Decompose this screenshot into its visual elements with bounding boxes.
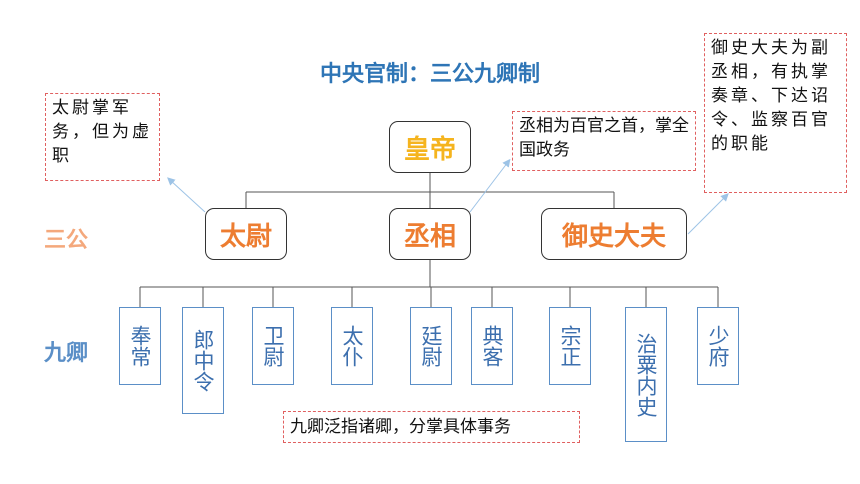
node-tingwei: 廷尉 (410, 307, 452, 385)
node-fengchang: 奉常 (119, 307, 161, 385)
note-yushidafu: 御史大夫为副丞相，有执掌奏章、下达诏令、监察百官的职能 (704, 33, 847, 193)
emperor-node: 皇帝 (389, 121, 471, 173)
arrow-taiwei (167, 177, 206, 213)
arrow-chengxiang (469, 158, 511, 213)
jiuqing-label: 九卿 (44, 341, 89, 366)
node-zhisuneishi: 治粟内史 (625, 307, 667, 442)
arrow-yushi (687, 193, 729, 235)
note-chengxiang: 丞相为百官之首，掌全国政务 (512, 111, 696, 171)
page-title: 中央官制：三公九卿制 (319, 62, 540, 87)
node-taipu: 太仆 (331, 307, 373, 385)
node-taiwei: 太尉 (205, 208, 287, 260)
node-chengxiang: 丞相 (389, 208, 471, 260)
note-taiwei: 太尉掌军务，但为虚职 (45, 93, 160, 181)
node-langzhongling: 郎中令 (182, 307, 224, 414)
sangong-label: 三公 (44, 228, 89, 253)
node-dianke: 典客 (471, 307, 513, 385)
node-shaofu: 少府 (697, 307, 739, 385)
note-jiuqing: 九卿泛指诸卿，分掌具体事务 (283, 411, 580, 443)
node-weiwei: 卫尉 (252, 307, 294, 385)
node-yushidafu: 御史大夫 (541, 208, 687, 260)
node-zongzheng: 宗正 (549, 307, 591, 385)
